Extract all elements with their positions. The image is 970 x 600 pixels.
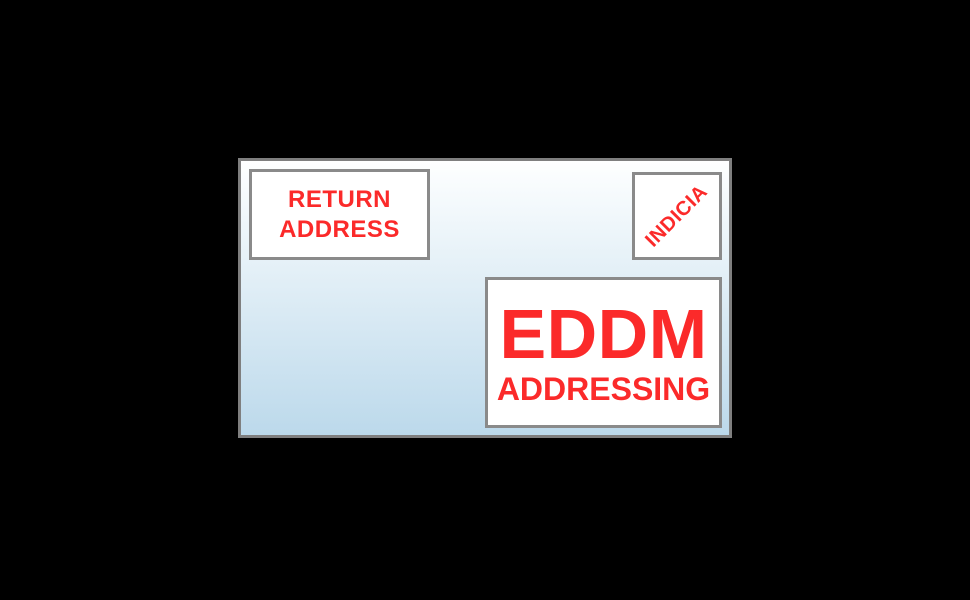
eddm-addressing-line2: ADDRESSING (496, 370, 711, 407)
indicia-zone: INDICIA (632, 172, 722, 260)
return-address-line1: RETURN (288, 185, 391, 213)
return-address-line2: ADDRESS (279, 215, 400, 243)
eddm-mailpiece: RETURN ADDRESS INDICIA EDDM ADDRESSING (238, 158, 732, 438)
return-address-zone: RETURN ADDRESS (249, 169, 430, 260)
eddm-addressing-zone: EDDM ADDRESSING (485, 277, 722, 428)
eddm-addressing-line1: EDDM (499, 294, 708, 373)
indicia-label: INDICIA (641, 180, 712, 251)
